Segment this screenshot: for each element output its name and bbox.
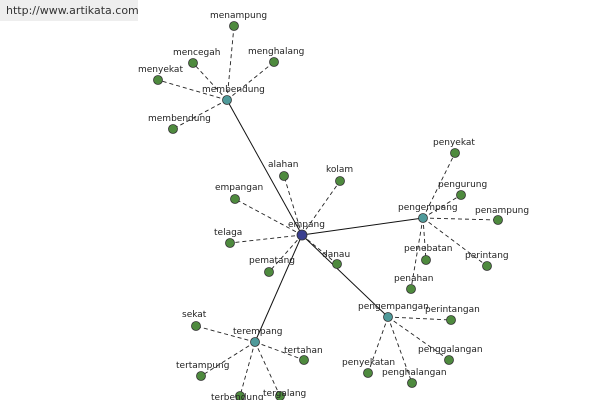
node-alahan[interactable] xyxy=(279,171,289,181)
node-pematang[interactable] xyxy=(264,267,274,277)
edge-center-to-empangan xyxy=(234,198,303,236)
node-label-pengempang: pengempang xyxy=(398,203,458,213)
node-label-membendung: membendung xyxy=(202,85,265,95)
node-sekat[interactable] xyxy=(191,321,201,331)
node-telaga[interactable] xyxy=(225,238,235,248)
node-penghalangan[interactable] xyxy=(407,378,417,388)
node-label-pengurung: pengurung xyxy=(438,180,487,190)
node-label-perintang: perintang xyxy=(465,251,509,261)
node-label-terbendung: terbendung xyxy=(211,393,264,400)
node-penahan[interactable] xyxy=(406,284,416,294)
hub-node-pengempangan[interactable] xyxy=(383,312,393,322)
node-tertampung[interactable] xyxy=(196,371,206,381)
graph-nodes xyxy=(153,21,503,400)
graph-labels: menampung mencegah menghalang menyekat membe… xyxy=(138,11,529,400)
node-label-menampung: menampung xyxy=(210,11,267,21)
edge-terempang-to-sekat xyxy=(195,325,256,343)
node-label-sekat: sekat xyxy=(182,310,207,320)
edge-center-to-pengempangan xyxy=(301,234,389,318)
node-menghalang[interactable] xyxy=(269,57,279,67)
node-label-tertahan: tertahan xyxy=(284,346,323,356)
node-label-telaga: telaga xyxy=(214,228,242,238)
node-danau[interactable] xyxy=(332,259,342,269)
node-label-menghalang: menghalang xyxy=(248,47,304,57)
edge-membendung-to-membendung xyxy=(172,99,228,130)
node-terbendung[interactable] xyxy=(235,391,245,400)
node-penampung[interactable] xyxy=(493,215,503,225)
node-membendung[interactable] xyxy=(168,124,178,134)
edge-membendung-to-menampung xyxy=(226,25,235,101)
node-penggalangan[interactable] xyxy=(444,355,454,365)
node-label-membendung: membendung xyxy=(148,114,211,124)
center-node-empang[interactable] xyxy=(296,229,308,241)
node-penyekatan[interactable] xyxy=(363,368,373,378)
edge-center-to-danau xyxy=(301,234,338,265)
node-label-tergalang: tergalang xyxy=(263,389,306,399)
edge-pengempangan-to-perintangan xyxy=(387,316,452,321)
node-penebatan[interactable] xyxy=(421,255,431,265)
node-pengurung[interactable] xyxy=(456,190,466,200)
edge-terempang-to-terbendung xyxy=(239,341,256,397)
edge-terempang-to-tertampung xyxy=(200,341,256,377)
url-banner: http://www.artikata.com xyxy=(0,0,139,21)
node-label-penebatan: penebatan xyxy=(404,244,452,254)
node-tertahan[interactable] xyxy=(299,355,309,365)
edge-center-to-alahan xyxy=(283,175,303,236)
edge-pengempang-to-perintang xyxy=(422,217,488,267)
node-penyekat[interactable] xyxy=(450,148,460,158)
edge-terempang-to-tergalang xyxy=(254,341,281,397)
node-label-perintangan: perintangan xyxy=(425,305,480,315)
edge-terempang-to-tertahan xyxy=(254,341,305,361)
node-label-penyekat: penyekat xyxy=(433,138,475,148)
hub-node-terempang[interactable] xyxy=(250,337,260,347)
node-label-penahan: penahan xyxy=(394,274,433,284)
node-label-empangan: empangan xyxy=(215,183,263,193)
edge-center-to-telaga xyxy=(229,234,303,244)
edge-membendung-to-menghalang xyxy=(226,61,275,101)
hub-node-pengempang[interactable] xyxy=(418,213,428,223)
edge-center-to-membendung xyxy=(226,99,303,236)
node-label-pengempangan: pengempangan xyxy=(358,302,429,312)
node-mencegah[interactable] xyxy=(188,58,198,68)
edge-pengempangan-to-penghalangan xyxy=(387,316,413,384)
node-label-menyekat: menyekat xyxy=(138,65,183,75)
node-empangan[interactable] xyxy=(230,194,240,204)
node-label-penampung: penampung xyxy=(475,206,529,216)
node-kolam[interactable] xyxy=(335,176,345,186)
node-perintangan[interactable] xyxy=(446,315,456,325)
edge-pengempang-to-pengurung xyxy=(422,194,462,219)
node-label-danau: danau xyxy=(322,250,350,260)
node-label-penyekatan: penyekatan xyxy=(342,358,395,368)
graph-edges xyxy=(157,25,499,397)
node-label-kolam: kolam xyxy=(326,165,353,175)
node-label-penggalangan: penggalangan xyxy=(418,345,483,355)
edge-pengempang-to-penyekat xyxy=(422,152,456,219)
node-menampung[interactable] xyxy=(229,21,239,31)
edge-center-to-terempang xyxy=(254,234,303,343)
edge-membendung-to-menyekat xyxy=(157,79,228,101)
node-label-alahan: alahan xyxy=(268,160,298,170)
node-label-tertampung: tertampung xyxy=(176,361,229,371)
edge-pengempangan-to-penggalangan xyxy=(387,316,450,361)
edge-center-to-pematang xyxy=(268,234,303,273)
node-label-pematang: pematang xyxy=(249,256,295,266)
node-label-terempang: terempang xyxy=(233,327,283,337)
node-label-empang: empang xyxy=(288,220,325,230)
node-label-mencegah: mencegah xyxy=(173,48,220,58)
hub-node-membendung[interactable] xyxy=(222,95,232,105)
edge-pengempangan-to-penyekatan xyxy=(367,316,389,374)
edge-membendung-to-mencegah xyxy=(192,62,228,101)
edge-pengempang-to-penampung xyxy=(422,217,499,221)
edge-pengempang-to-penebatan xyxy=(422,217,427,261)
node-tergalang[interactable] xyxy=(275,391,285,400)
node-menyekat[interactable] xyxy=(153,75,163,85)
watermark-url: http://www.artikata.com xyxy=(6,4,139,17)
edge-pengempang-to-penahan xyxy=(410,217,424,290)
node-label-penghalangan: penghalangan xyxy=(382,368,447,378)
node-perintang[interactable] xyxy=(482,261,492,271)
edge-center-to-pengempang xyxy=(301,217,424,236)
